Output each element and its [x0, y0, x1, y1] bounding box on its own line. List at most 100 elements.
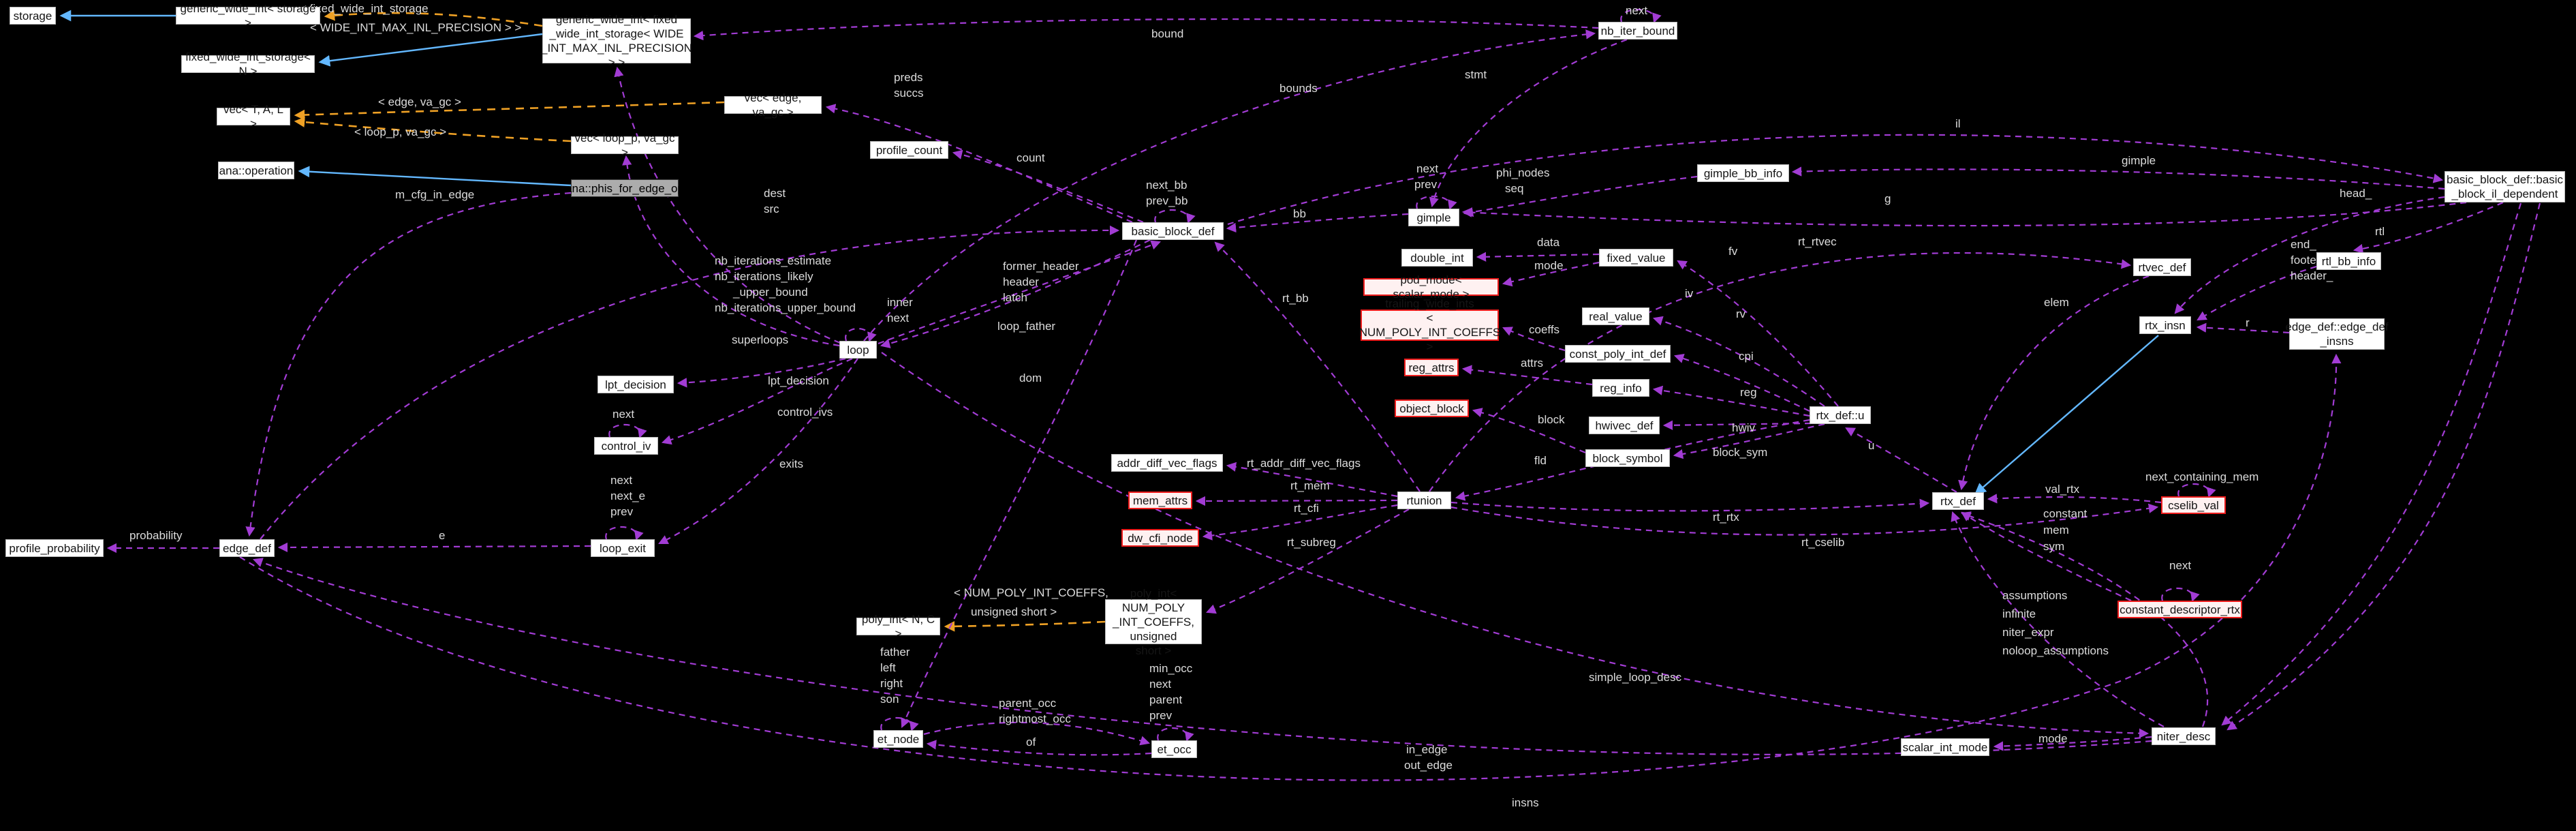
- node-vec-edge-va-gc[interactable]: vec< edge, va_gc >: [724, 91, 822, 119]
- edge-label: < NUM_POLY_INT_COEFFS,: [954, 586, 1108, 599]
- use-edge: [878, 240, 1162, 345]
- node-loop-exit[interactable]: loop_exit: [591, 539, 655, 557]
- use-edge: [1463, 175, 1698, 217]
- edge-label: < edge, va_gc >: [378, 95, 461, 108]
- use-edge: [622, 155, 840, 347]
- node-addr-diff-vec-flags[interactable]: addr_diff_vec_flags: [1111, 454, 1223, 472]
- edge-label: m_cfg_in_edge: [395, 188, 475, 201]
- edge-label: next: [1626, 4, 1648, 17]
- template-edge: [294, 117, 572, 142]
- use-edge: [2196, 322, 2290, 334]
- use-edge: [1429, 252, 2132, 492]
- node-rtx-def-u[interactable]: rtx_def::u: [1810, 406, 1871, 424]
- node-dw-cfi-node[interactable]: dw_cfi_node: [1121, 529, 1199, 547]
- node-edge-def[interactable]: edge_def: [219, 539, 275, 557]
- node-rtunion[interactable]: rtunion: [1397, 492, 1451, 509]
- node-rtl-bb-info[interactable]: rtl_bb_info: [2316, 252, 2381, 270]
- node-cselib-val[interactable]: cselib_val: [2161, 496, 2226, 514]
- edge-label: inner: [887, 296, 913, 309]
- inherit-edge: [1974, 335, 2159, 495]
- edge-label: niter_expr: [2002, 626, 2054, 639]
- use-edge: [1154, 209, 1196, 224]
- node-object-block[interactable]: object_block: [1395, 399, 1469, 417]
- edge-label: rt_rtvec: [1798, 235, 1837, 248]
- node-mem-attrs[interactable]: mem_attrs: [1128, 492, 1192, 509]
- edge-label: next: [612, 408, 635, 421]
- edge-label: nb_iterations_likely: [715, 270, 813, 283]
- node-real-value[interactable]: real_value: [1582, 307, 1649, 325]
- node-gimple-bb-info[interactable]: gimple_bb_info: [1697, 164, 1789, 182]
- node-lpt-decision[interactable]: lpt_decision: [598, 376, 674, 393]
- node-vec-t-a-l[interactable]: vec< T, A, L >: [217, 103, 290, 130]
- node-vec-loop-p-va-gc[interactable]: vec< loop_p, va_gc >: [571, 132, 679, 159]
- node-storage[interactable]: storage: [10, 7, 56, 25]
- use-edge: [1961, 511, 2132, 601]
- edge-label: constant: [2043, 507, 2088, 520]
- use-edge: [605, 526, 644, 541]
- node-nb-iter-bound[interactable]: nb_iter_bound: [1598, 22, 1677, 40]
- node-double-int[interactable]: double_int: [1401, 249, 1473, 267]
- node-scalar-int-mode[interactable]: scalar_int_mode: [1901, 738, 1989, 756]
- edge-label: left: [880, 661, 896, 674]
- edge-label: rightmost_occ: [999, 712, 1071, 725]
- node-ana-operation[interactable]: ana::operation: [218, 162, 294, 179]
- use-edge: [1461, 365, 1593, 386]
- node-trailing-wide-ints[interactable]: trailing_wide_ints < NUM_POLY_INT_COEFFS…: [1359, 297, 1501, 353]
- node-const-poly-int-def[interactable]: const_poly_int_def: [1565, 345, 1671, 363]
- template-edge: [294, 101, 725, 121]
- node-poly-int-n-c[interactable]: poly_int< N, C >: [856, 613, 940, 640]
- use-edge: [2161, 588, 2200, 603]
- use-edge: [608, 424, 647, 439]
- edge-label: end_: [2291, 238, 2316, 251]
- node-edge-def-edge-def-insns[interactable]: edge_def::edge_def _insns: [2285, 318, 2389, 350]
- edge-label: dom: [1019, 372, 1042, 384]
- node-profile-probability[interactable]: profile_probability: [5, 539, 104, 557]
- use-edge: [1993, 736, 2152, 751]
- node-fixed-wide-int-storage-n[interactable]: fixed_wide_int_storage< N >: [181, 50, 315, 78]
- node-niter-desc[interactable]: niter_desc: [2152, 727, 2216, 745]
- node-gimple[interactable]: gimple: [1408, 209, 1459, 226]
- edge-label: fld: [1534, 454, 1547, 467]
- edge-label: src: [764, 202, 779, 215]
- edge-label: son: [880, 693, 899, 706]
- use-edge: [1677, 260, 1839, 407]
- use-edge: [1461, 201, 2467, 227]
- node-control-iv[interactable]: control_iv: [594, 437, 658, 455]
- edge-label: cpi: [1739, 350, 1754, 363]
- node-basic-block-def-il-dependent[interactable]: basic_block_def::basic _block_il_depende…: [2445, 171, 2565, 202]
- node-basic-block-def[interactable]: basic_block_def: [1122, 222, 1224, 240]
- use-edge: [614, 66, 841, 344]
- node-ana-phis-for-edge-op[interactable]: ana::phis_for_edge_op: [565, 179, 684, 197]
- node-rtvec-def[interactable]: rtvec_def: [2133, 258, 2191, 276]
- node-et-node[interactable]: et_node: [873, 730, 923, 748]
- edge-label: exits: [779, 457, 803, 470]
- node-reg-info[interactable]: reg_info: [1592, 379, 1649, 397]
- edge-label: min_occ: [1149, 662, 1193, 675]
- node-reg-attrs[interactable]: reg_attrs: [1404, 359, 1459, 376]
- use-edge: [677, 357, 846, 388]
- use-edge: [245, 192, 572, 537]
- edge-label: prev: [1149, 709, 1173, 722]
- node-profile-count[interactable]: profile_count: [870, 141, 948, 159]
- edge-label: next: [610, 474, 633, 487]
- node-loop[interactable]: loop: [839, 341, 877, 359]
- node-poly-int-num-poly-int-coeffs[interactable]: poly_int< NUM_POLY _INT_COEFFS, unsigned…: [1105, 587, 1202, 657]
- use-edge: [880, 239, 1151, 348]
- node-generic-wide-int-fixed[interactable]: generic_wide_int< fixed _wide_int_storag…: [541, 13, 693, 69]
- node-generic-wide-int-storage[interactable]: generic_wide_int< storage >: [176, 2, 320, 29]
- node-rtx-insn[interactable]: rtx_insn: [2139, 316, 2191, 334]
- use-edge: [1673, 353, 1810, 412]
- edge-label: lpt_decision: [768, 374, 829, 387]
- use-edge: [239, 353, 2342, 781]
- edge-label: superloops: [732, 333, 789, 346]
- node-block-symbol[interactable]: block_symbol: [1585, 449, 1670, 467]
- edge-label: next: [1149, 678, 1172, 691]
- node-fixed-value[interactable]: fixed_value: [1599, 249, 1673, 267]
- node-constant-descriptor-rtx[interactable]: constant_descriptor_rtx: [2117, 601, 2242, 618]
- node-pod-mode-scalar-mode[interactable]: pod_mode< scalar_mode >: [1363, 273, 1499, 301]
- node-et-occ[interactable]: et_occ: [1151, 740, 1197, 758]
- node-rtx-def[interactable]: rtx_def: [1932, 492, 1984, 510]
- edge-label: latch: [1003, 291, 1027, 304]
- node-hwivec-def[interactable]: hwivec_def: [1589, 417, 1660, 434]
- edge-label: loop_father: [997, 320, 1056, 333]
